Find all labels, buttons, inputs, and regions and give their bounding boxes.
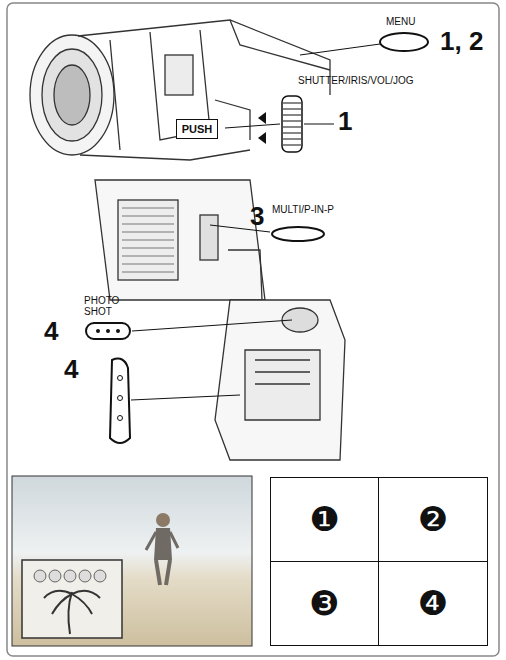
button-name: MULTI/P-IN-P [272,205,334,216]
step-number: 4 [64,356,78,383]
cell-number: ❹ [418,585,448,622]
cell-number: ❸ [309,585,339,622]
screen-cell: ❶ [270,477,379,562]
marking-text: PUSH [182,123,213,135]
step-number: 4 [44,318,58,345]
step-number: 3 [250,203,264,230]
control-name: SHUTTER/IRIS/VOL/JOG [298,76,414,87]
cell-number: ❷ [418,501,448,538]
step-number: 1 [338,108,352,135]
button-name: PHOTO SHOT [84,296,128,317]
cell-number: ❶ [309,501,339,538]
screen-cell: ❹ [378,561,488,646]
step-number: 1, 2 [440,28,483,55]
screen-cell: ❷ [378,477,488,562]
button-name: MENU [386,17,415,28]
screen-cell: ❸ [270,561,379,646]
push-marking: PUSH [176,119,218,139]
